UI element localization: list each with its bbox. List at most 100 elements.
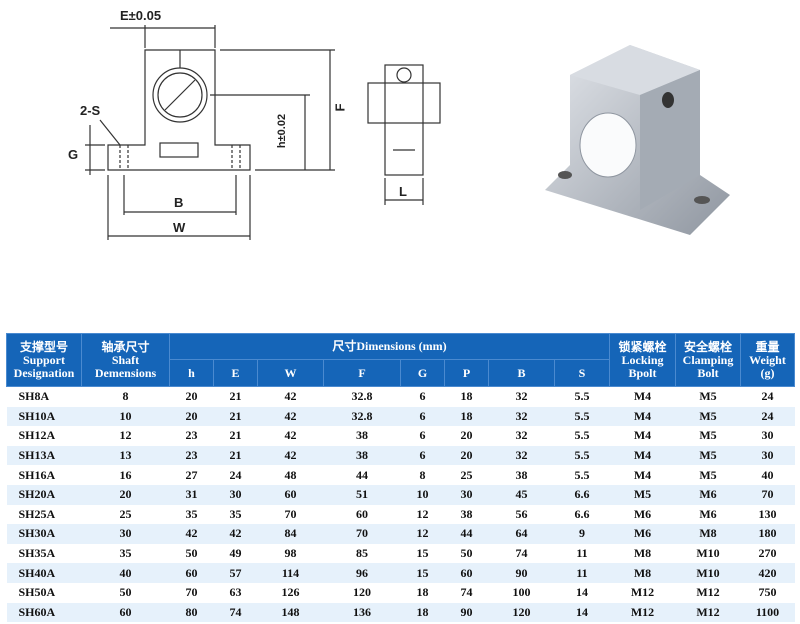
- table-cell: 21: [229, 408, 242, 423]
- table-cell: 35: [185, 506, 198, 521]
- header-dimensions: 尺寸Dimensions (mm): [169, 333, 610, 360]
- label-w: W: [173, 220, 186, 235]
- table-cell: 420: [758, 565, 777, 580]
- table-cell: M10: [696, 565, 720, 580]
- table-cell: 63: [229, 585, 242, 600]
- table-cell: 70: [284, 506, 297, 521]
- table-cell: M6: [699, 506, 717, 521]
- table-cell: M4: [633, 467, 652, 482]
- table-cell: 15: [416, 565, 429, 580]
- label-s: 2-S: [80, 103, 101, 118]
- table-cell: 56: [515, 506, 528, 521]
- table-cell: 25: [119, 506, 132, 521]
- header-dim-b: B: [488, 359, 555, 387]
- table-cell: 270: [758, 546, 777, 561]
- table-cell: M4: [633, 428, 652, 443]
- table-cell: 5.5: [574, 428, 590, 443]
- table-cell: 32: [515, 408, 528, 423]
- table-cell: 23: [185, 448, 198, 463]
- label-l: L: [399, 184, 407, 199]
- table-cell: 70: [185, 585, 198, 600]
- table-cell: M5: [699, 467, 717, 482]
- table-cell: 136: [353, 604, 371, 619]
- table-cell: 15: [416, 546, 429, 561]
- table-cell: 38: [515, 467, 528, 482]
- table-cell: 32.8: [351, 389, 373, 404]
- table-cell: 60: [185, 565, 198, 580]
- table-cell: 49: [229, 546, 242, 561]
- table-cell: 20: [460, 428, 473, 443]
- table-cell: 126: [281, 585, 300, 600]
- table-cell: 30: [761, 448, 774, 463]
- table-cell: 21: [229, 428, 242, 443]
- table-cell: M4: [633, 389, 652, 404]
- table-cell: 80: [185, 604, 198, 619]
- table-cell: 750: [758, 585, 777, 600]
- table-cell: 8: [122, 389, 129, 404]
- table-cell: 40: [761, 467, 774, 482]
- header-dim-g: G: [400, 359, 445, 387]
- table-cell: SH30A: [18, 526, 56, 541]
- table-cell: 38: [356, 448, 368, 463]
- table-cell: 48: [284, 467, 297, 482]
- table-cell: SH25A: [18, 506, 56, 521]
- table-cell: 50: [185, 546, 198, 561]
- table-cell: 14: [576, 604, 588, 619]
- table-cell: M5: [699, 389, 717, 404]
- table-cell: 21: [229, 448, 242, 463]
- table-cell: 20: [460, 448, 473, 463]
- table-cell: 32: [515, 389, 528, 404]
- table-cell: SH40A: [18, 565, 56, 580]
- table-cell: M6: [699, 487, 717, 502]
- table-cell: 12: [416, 526, 429, 541]
- table-cell: 31: [185, 487, 198, 502]
- table-cell: M8: [633, 565, 652, 580]
- table-cell: 5.5: [574, 467, 590, 482]
- table-cell: 18: [416, 585, 429, 600]
- table-cell: 90: [515, 565, 528, 580]
- table-cell: 180: [758, 526, 777, 541]
- table-cell: 44: [460, 526, 473, 541]
- label-b: B: [174, 195, 184, 210]
- table-cell: M12: [630, 604, 655, 619]
- table-cell: M5: [699, 408, 717, 423]
- table-cell: SH12A: [18, 428, 56, 443]
- table-cell: M4: [633, 408, 652, 423]
- table-cell: 6: [419, 389, 426, 404]
- table-cell: M12: [696, 604, 720, 619]
- table-cell: 30: [761, 428, 774, 443]
- table-cell: 6: [419, 428, 426, 443]
- table-cell: 130: [758, 506, 777, 521]
- table-cell: 84: [284, 526, 297, 541]
- table-cell: 42: [284, 389, 297, 404]
- table-cell: 13: [119, 448, 132, 463]
- table-cell: 42: [229, 526, 242, 541]
- table-cell: M5: [633, 487, 652, 502]
- table-cell: 120: [512, 604, 531, 619]
- table-cell: SH60A: [18, 604, 56, 619]
- label-f: F: [332, 103, 348, 112]
- table-cell: 74: [515, 546, 528, 561]
- table-cell: 50: [460, 546, 473, 561]
- table-cell: SH10A: [18, 408, 56, 423]
- table-cell: 18: [460, 389, 473, 404]
- table-cell: 12: [119, 428, 132, 443]
- table-cell: 9: [579, 526, 585, 541]
- table-cell: M6: [633, 506, 652, 521]
- table-cell: 30: [460, 487, 473, 502]
- table-cell: 6.6: [574, 487, 590, 502]
- table-cell: 42: [284, 408, 297, 423]
- table-cell: M5: [699, 428, 717, 443]
- table-cell: 11: [576, 565, 588, 580]
- table-cell: 18: [416, 604, 429, 619]
- table-cell: SH50A: [18, 585, 56, 600]
